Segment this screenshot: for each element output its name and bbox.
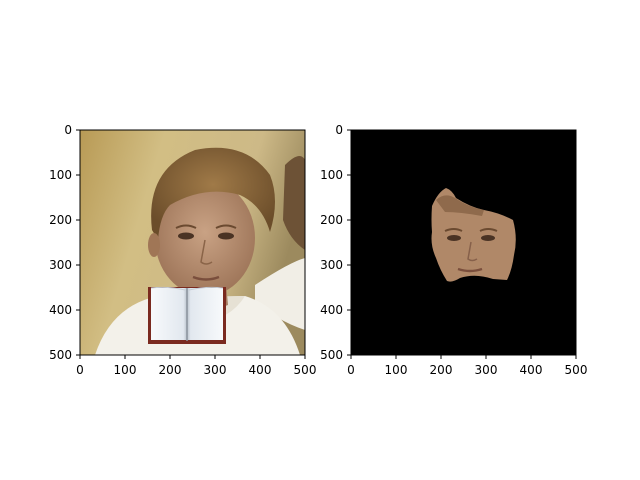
left-axes-frame	[79, 129, 306, 356]
left-x-tick-label: 500	[294, 363, 317, 377]
right-y-tick-label: 400	[320, 303, 343, 317]
left-y-tick-label: 0	[64, 123, 72, 137]
right-axes: 0 100 200 300 400 500 0 100 200 300 400 …	[320, 123, 587, 377]
right-y-tick-label: 200	[320, 213, 343, 227]
left-y-tick-label: 500	[49, 348, 72, 362]
left-y-tick-label: 400	[49, 303, 72, 317]
right-y-tick-label: 0	[335, 123, 343, 137]
left-x-tick-label: 400	[249, 363, 272, 377]
right-x-tick-label: 400	[520, 363, 543, 377]
right-y-tick-label: 300	[320, 258, 343, 272]
left-x-ticks: 0 100 200 300 400 500	[76, 355, 316, 377]
left-y-tick-label: 200	[49, 213, 72, 227]
left-y-ticks: 0 100 200 300 400 500	[49, 123, 80, 362]
masked-face-image	[351, 130, 576, 355]
right-y-tick-label: 100	[320, 168, 343, 182]
book-icon	[148, 286, 226, 344]
left-y-tick-label: 300	[49, 258, 72, 272]
left-x-tick-label: 100	[114, 363, 137, 377]
right-x-tick-label: 100	[385, 363, 408, 377]
left-y-tick-label: 100	[49, 168, 72, 182]
original-photo	[80, 130, 305, 355]
right-axes-frame	[350, 129, 577, 356]
right-x-tick-label: 0	[347, 363, 355, 377]
right-x-tick-label: 500	[565, 363, 588, 377]
right-y-tick-label: 500	[320, 348, 343, 362]
right-x-tick-label: 300	[475, 363, 498, 377]
left-x-tick-label: 300	[204, 363, 227, 377]
left-x-tick-label: 200	[159, 363, 182, 377]
right-x-tick-label: 200	[430, 363, 453, 377]
left-x-tick-label: 0	[76, 363, 84, 377]
right-x-ticks: 0 100 200 300 400 500	[347, 355, 587, 377]
left-axes: 0 100 200 300 400 500 0 100 200 300 400 …	[49, 123, 316, 377]
right-y-ticks: 0 100 200 300 400 500	[320, 123, 351, 362]
